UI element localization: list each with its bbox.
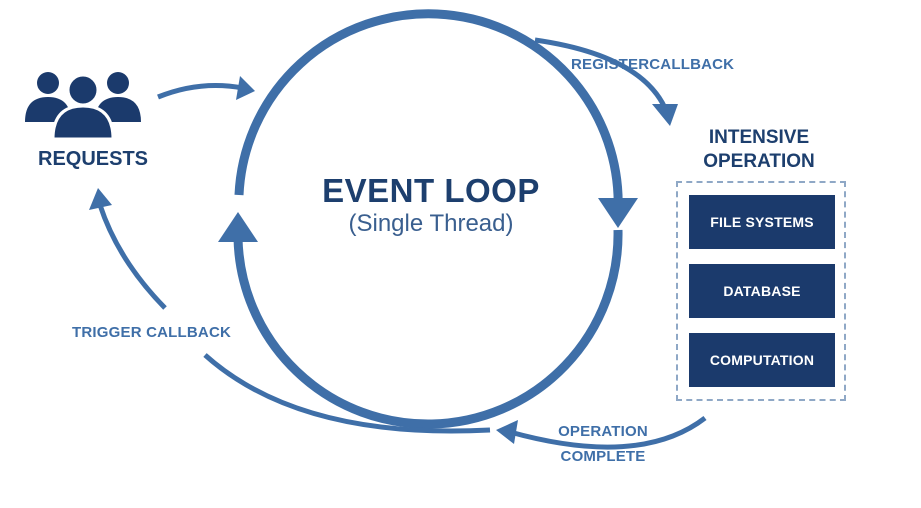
loop-arc-bottom	[233, 229, 623, 429]
trigger-arrowhead	[89, 188, 112, 210]
loop-arc-top	[234, 9, 623, 213]
event-loop-subtitle: (Single Thread)	[348, 210, 514, 237]
operation-complete-arrowhead	[496, 420, 518, 444]
intensive-operations-group: FILE SYSTEMS DATABASE COMPUTATION	[676, 181, 846, 401]
users-group-icon	[25, 72, 141, 141]
requests-to-loop-arrow	[157, 82, 244, 100]
register-callback-arrow	[534, 37, 668, 110]
operation-computation: COMPUTATION	[689, 333, 835, 387]
register-callback-label: REGISTERCALLBACK	[571, 56, 735, 73]
trigger-callback-label: TRIGGER CALLBACK	[72, 324, 232, 341]
loop-arrowhead-left	[218, 212, 258, 242]
event-loop-circle	[233, 9, 623, 429]
operation-complete-label: OPERATION COMPLETE	[558, 423, 648, 465]
requests-label: REQUESTS	[38, 148, 149, 170]
operation-complete-arrow	[509, 416, 707, 450]
operation-file-systems: FILE SYSTEMS	[689, 195, 835, 249]
trigger-callback-arrow	[203, 353, 491, 434]
loop-arrowhead-right	[598, 198, 638, 228]
trigger-to-requests-arrow	[97, 204, 167, 310]
intensive-operation-label: INTENSIVE OPERATION	[703, 127, 815, 172]
event-loop-title: EVENT LOOP	[322, 172, 540, 209]
register-arrowhead	[652, 104, 678, 126]
operation-database: DATABASE	[689, 264, 835, 318]
requests-arrowhead	[236, 76, 255, 100]
